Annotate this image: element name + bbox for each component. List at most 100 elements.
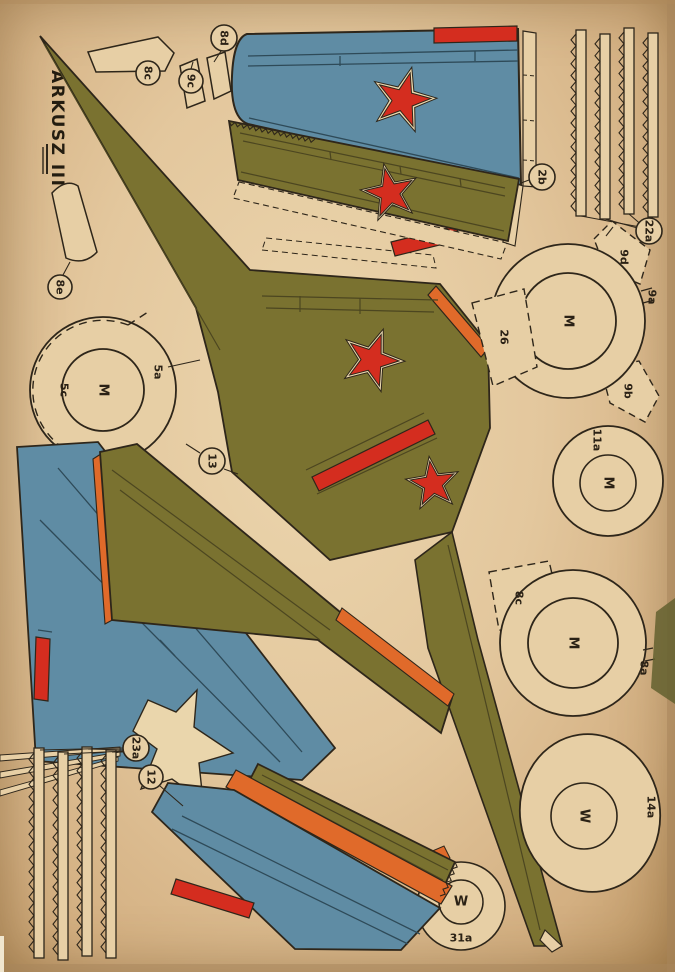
part-26-tab: 26 xyxy=(471,288,538,387)
part-11a: M 11a xyxy=(552,425,664,537)
orange-leading-edge xyxy=(427,285,490,358)
bottom-fin-assembly xyxy=(150,762,458,951)
red-star-1 xyxy=(348,333,401,388)
comb-strip xyxy=(33,747,45,959)
part-12-circle xyxy=(138,764,164,790)
fin-red-star xyxy=(378,71,433,128)
comb-strip xyxy=(81,746,93,957)
part-13-label: 13 xyxy=(206,453,219,468)
sheet-title-text: ARKUSZ III xyxy=(47,70,67,187)
wheel-8-inner xyxy=(527,597,619,689)
fin-olive-panel-lines xyxy=(239,132,506,232)
fin-olive-red-star xyxy=(363,167,414,218)
part-22a-circle xyxy=(635,217,663,245)
part-14a-outer xyxy=(518,733,662,893)
part-14a-hub-label: W xyxy=(577,809,592,823)
part-8c-label: 8c xyxy=(142,66,155,80)
fin-blue-piece xyxy=(230,25,537,188)
part-9c-label: 9c xyxy=(185,74,198,88)
part-2b-label: 2b xyxy=(536,169,549,185)
fin-olive-tab-band xyxy=(232,181,508,260)
part-26-outline xyxy=(471,288,538,387)
wheel-part-8: M 8c 8a xyxy=(488,560,656,717)
fin-tab-folds xyxy=(522,74,537,162)
part-8c-circle xyxy=(135,60,161,86)
small-outline-parts: 8c 9c 8d 8e xyxy=(47,24,238,300)
strip-outline-part-2 xyxy=(206,51,232,101)
wheel-8-outer xyxy=(499,569,647,717)
fin-blue-panel-lines xyxy=(247,49,520,179)
sheet-title: ARKUSZ III xyxy=(42,70,67,187)
lower-wing-orange-edge-2 xyxy=(335,607,455,707)
part-9a-label: 9a xyxy=(646,289,659,304)
fin-olive-piece: 2b xyxy=(227,119,556,260)
part-9d-label: 9d xyxy=(618,249,631,265)
comb-strips-top-right: 22a xyxy=(570,27,663,245)
comb-strips-bottom-left: 23a 12 xyxy=(0,734,184,961)
bottom-fin-orange-band xyxy=(225,769,453,905)
comb-strip xyxy=(599,33,611,220)
part-26-label: 26 xyxy=(498,329,511,345)
part-11a-inner xyxy=(579,454,637,512)
fairing-outline-part xyxy=(86,36,175,73)
delta-wing-piece-13 xyxy=(39,35,564,953)
lower-wing-olive xyxy=(99,443,454,735)
comb-strip xyxy=(647,32,659,218)
part-13-circle xyxy=(198,447,226,475)
part-8d-circle xyxy=(210,24,238,52)
comb-strip xyxy=(623,27,635,215)
part-9b-label: 9b xyxy=(622,383,635,399)
part-9c-circle xyxy=(178,68,204,94)
part-5a-label: 5a xyxy=(152,364,165,379)
part-8d-label: 8d xyxy=(218,30,231,46)
bottom-fin-zigzag xyxy=(439,861,458,897)
part-11a-hub-label: M xyxy=(601,477,616,490)
bottom-edge-shadow xyxy=(0,964,675,972)
bottom-fin-red-stripe xyxy=(170,878,255,919)
part-14a-label: 14a xyxy=(645,796,658,819)
ref-label-13: 13 xyxy=(185,443,239,475)
part-8e-circle xyxy=(47,274,73,300)
glue-tab-band xyxy=(261,237,437,269)
part-8c-tab-label: 8c xyxy=(513,591,526,605)
fin-tab-column xyxy=(522,30,537,188)
bottom-fin-blue-lines xyxy=(171,815,421,945)
right-edge-shadow xyxy=(667,0,675,972)
part-2b-circle xyxy=(528,163,556,191)
part-23a-label: 23a xyxy=(130,737,143,760)
part-14a-egg: W 14a xyxy=(518,733,662,893)
lower-wing-red-stripe-1 xyxy=(33,636,51,702)
fin-olive-zigzag xyxy=(228,120,316,144)
fin-red-stripe xyxy=(433,25,518,44)
part-23a-circle xyxy=(122,734,150,762)
wheel-8-hub-label: M xyxy=(566,637,581,650)
left-edge-white-sliver xyxy=(0,936,4,972)
red-star-2 xyxy=(408,459,456,506)
comb-strip xyxy=(575,29,587,217)
lower-wing-assembly xyxy=(16,441,455,803)
wheel-9-hub-label: M xyxy=(561,315,576,328)
tail-tip-tab xyxy=(539,929,563,953)
part-11a-outer xyxy=(552,425,664,537)
part-8a-label: 8a xyxy=(638,660,651,675)
part-22a-label: 22a xyxy=(643,220,656,243)
crescent-outline-part xyxy=(51,182,98,262)
part-31a-hub-label: W xyxy=(454,895,468,910)
red-stripe-elevon xyxy=(311,419,436,492)
part-8e-label: 8e xyxy=(54,279,67,294)
wheel-5-hub-label: M xyxy=(96,384,111,397)
comb-fan-lines-bottom xyxy=(39,747,127,755)
part-12-label: 12 xyxy=(145,769,158,784)
wheel-5-inner xyxy=(61,348,145,432)
delta-panel-lines xyxy=(43,43,541,931)
part-14a-inner xyxy=(550,782,618,850)
notch-9a xyxy=(640,287,655,304)
comb-strip xyxy=(57,751,69,961)
lower-olive-panel-lines xyxy=(111,469,331,641)
top-edge-shadow xyxy=(0,0,675,4)
part-31a-label: 31a xyxy=(450,932,473,945)
right-edge-olive-sliver xyxy=(651,598,675,704)
fin-olive-body xyxy=(227,119,521,243)
part-5c-label: 5c xyxy=(58,383,71,397)
